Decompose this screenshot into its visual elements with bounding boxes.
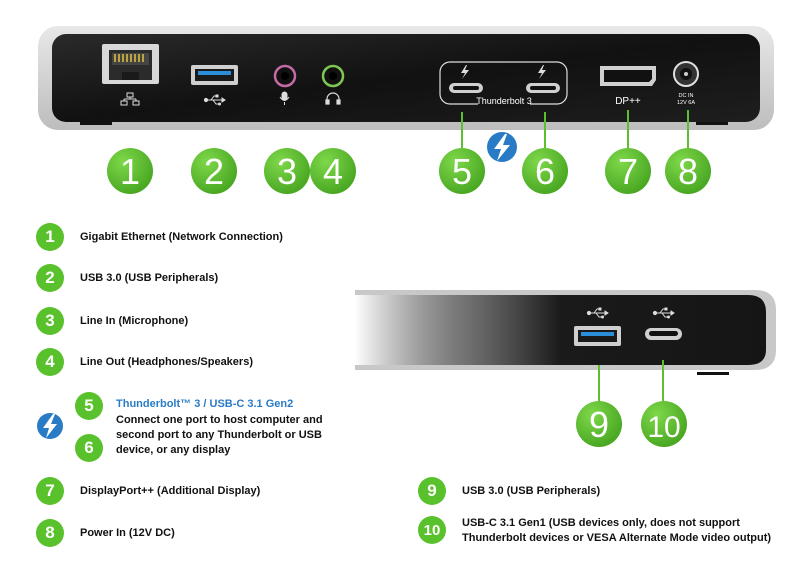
front-callouts: 1 2 3 4 5 6 7 8 [107,148,711,194]
legend-badge-4: 4 [36,348,64,376]
callout-1: 1 [107,148,153,194]
legend-badge-1: 1 [36,223,64,251]
usb-icon [203,94,226,106]
rear-foot [697,372,729,375]
legend-badge-9: 9 [418,477,446,505]
dc-in-label: DC IN [679,93,694,99]
ethernet-port [102,44,159,84]
legend-text-4: Line Out (Headphones/Speakers) [80,355,253,368]
line-in-jack [273,64,297,88]
thunderbolt-legend-description: Connect one port to host computer and se… [116,414,323,456]
thunderbolt-port-group: Thunderbolt 3 [439,61,568,108]
headphones-icon [325,92,341,105]
legend-badge-10: 10 [418,516,446,544]
usb-icon [586,307,609,319]
svg-text:3: 3 [277,151,297,192]
callout-8: 8 [665,148,711,194]
legend-item-8: 8 Power In (12V DC) [36,519,175,547]
legend-text-3: Line In (Microphone) [80,314,189,327]
legend-badge-5: 5 [75,392,103,420]
front-foot-right [696,122,728,125]
callout-7: 7 [605,148,651,194]
callout-2: 2 [191,148,237,194]
front-face [52,34,760,122]
svg-text:8: 8 [678,151,698,192]
svg-text:6: 6 [535,151,555,192]
callout-5: 5 [439,148,485,194]
legend-item-9: 9 USB 3.0 (USB Peripherals) [418,477,600,505]
callout-10: 10 [641,401,687,447]
legend-badge-6: 6 [75,434,103,462]
legend-badge-2: 2 [36,264,64,292]
svg-text:9: 9 [589,404,609,445]
svg-text:2: 2 [204,151,224,192]
thunderbolt-legend-title: Thunderbolt™ 3 / USB-C 3.1 Gen2 [116,398,294,410]
displayport-port: DP++ [600,66,656,107]
thunderbolt-logo-icon [487,132,517,162]
legend-item-3: 3 Line In (Microphone) [36,307,188,335]
legend-item-10: 10 USB-C 3.1 Gen1 (USB devices only, doe… [418,516,782,546]
callout-6: 6 [522,148,568,194]
legend-item-7: 7 DisplayPort++ (Additional Display) [36,477,260,505]
legend-badge-3: 3 [36,307,64,335]
thunderbolt-port-label: Thunderbolt 3 [476,96,532,106]
front-panel: Thunderbolt 3 DP++ DC IN 12V 6A [38,26,774,130]
usb-c-port-rear [645,328,682,340]
line-out-jack [321,64,345,88]
bolt-icon [538,65,546,79]
rear-panel [355,290,776,375]
svg-text:10: 10 [647,411,680,444]
dp-port-label: DP++ [615,96,641,107]
legend-text-8: Power In (12V DC) [80,526,175,539]
legend-text-10: USB-C 3.1 Gen1 (USB devices only, does n… [462,517,772,544]
callout-9: 9 [576,401,622,447]
front-leader-lines [461,110,689,148]
microphone-icon [279,91,290,105]
front-foot-left [80,122,112,125]
legend-item-2: 2 USB 3.0 (USB Peripherals) [36,264,218,292]
bolt-icon [461,65,469,79]
legend-text-9: USB 3.0 (USB Peripherals) [462,484,601,497]
dc-rating-label: 12V 6A [677,100,695,106]
legend-badge-7: 7 [36,477,64,505]
thunderbolt-logo-icon [37,413,63,439]
legend-item-4: 4 Line Out (Headphones/Speakers) [36,348,253,376]
svg-text:7: 7 [618,151,638,192]
svg-text:1: 1 [120,151,140,192]
usb-icon [652,307,675,319]
svg-text:4: 4 [323,151,343,192]
rear-callouts: 9 10 [576,401,687,447]
usb-a-port-rear [574,326,621,346]
network-icon [120,92,140,106]
legend-item-1: 1 Gigabit Ethernet (Network Connection) [36,223,283,251]
legend-text-1: Gigabit Ethernet (Network Connection) [80,230,283,243]
legend-text-2: USB 3.0 (USB Peripherals) [80,271,219,284]
callout-4: 4 [310,148,356,194]
dc-in-port: DC IN 12V 6A [673,61,699,106]
svg-text:5: 5 [452,151,472,192]
callout-3: 3 [264,148,310,194]
rear-leader-lines [598,360,664,402]
legend-text-7: DisplayPort++ (Additional Display) [80,484,261,497]
usb-a-port-front [191,65,238,85]
legend-badge-8: 8 [36,519,64,547]
